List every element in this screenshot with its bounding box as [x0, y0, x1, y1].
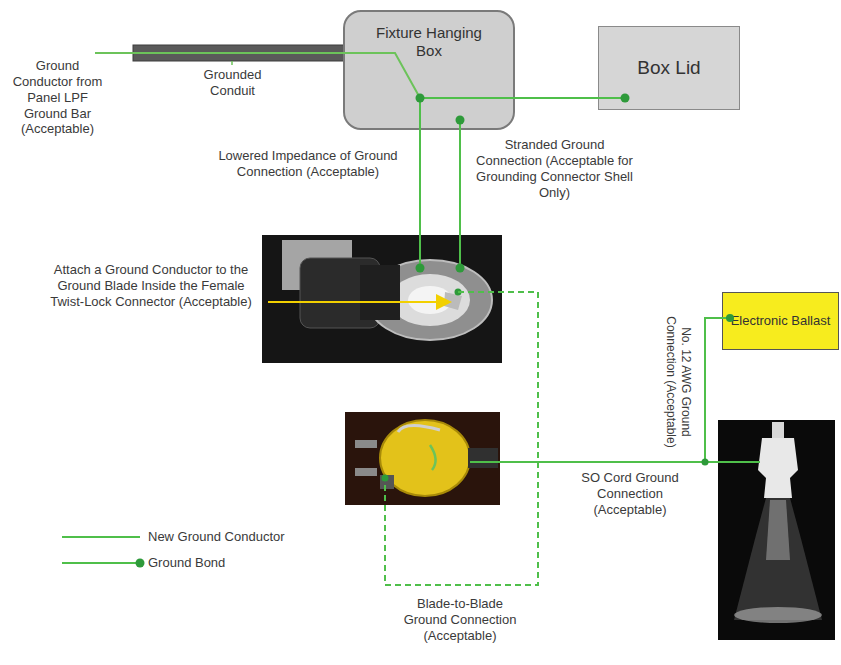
- ground-wire: [459, 128, 461, 268]
- lamp-photo: [718, 420, 835, 640]
- legend-bond-sample: [62, 562, 140, 564]
- pointer-arrow: [268, 301, 448, 303]
- leader-line: [231, 61, 233, 65]
- box-text: Electronic Ballast: [731, 313, 831, 329]
- callout-label: No. 12 AWG Ground Connection (Acceptable…: [664, 312, 693, 452]
- callout-label: Lowered Impedance of Ground Connection (…: [213, 148, 403, 180]
- ground-bond: [456, 264, 465, 273]
- ground-bond: [702, 459, 709, 466]
- ground-bond: [382, 475, 389, 482]
- ground-bond: [416, 94, 425, 103]
- ground-wire: [459, 120, 461, 131]
- ground-bond: [416, 264, 425, 273]
- ballast-wire: [721, 317, 730, 319]
- ground-bond: [456, 116, 465, 125]
- dashed-ground-wire: [385, 292, 538, 585]
- yellow-plug-photo: [345, 412, 500, 505]
- legend-line-sample: [62, 536, 140, 538]
- twist-lock-photo: [262, 235, 502, 363]
- legend-text: New Ground Conductor: [148, 529, 285, 544]
- ground-wire: [597, 97, 625, 99]
- callout-label: Ground Conductor from Panel LPF Ground B…: [5, 58, 110, 137]
- ground-bond: [621, 94, 630, 103]
- box-lid: Box Lid: [598, 26, 740, 110]
- fixture-box: Fixture Hanging Box: [343, 10, 515, 130]
- legend-bond-sample: [136, 559, 145, 568]
- ground-wire: [95, 52, 345, 54]
- ground-bond: [726, 314, 734, 322]
- ground-wire: [343, 53, 420, 98]
- callout-label: Blade-to-Blade Ground Connection (Accept…: [395, 596, 525, 644]
- ground-wire: [419, 98, 421, 131]
- ballast-box: Electronic Ballast: [722, 292, 839, 350]
- callout-label: Grounded Conduit: [180, 67, 285, 99]
- callout-label: Attach a Ground Conductor to the Ground …: [40, 262, 262, 310]
- ground-wire: [420, 97, 516, 99]
- ground-wire: [419, 128, 421, 268]
- callout-label: SO Cord Ground Connection (Acceptable): [565, 470, 695, 518]
- box-text: Box Lid: [637, 57, 700, 80]
- so-cord-wire: [470, 461, 760, 463]
- callout-label: Stranded Ground Connection (Acceptable f…: [472, 137, 637, 200]
- legend-text: Ground Bond: [148, 555, 225, 570]
- ground-connector: [515, 97, 598, 99]
- box-text: Fixture Hanging Box: [367, 24, 492, 60]
